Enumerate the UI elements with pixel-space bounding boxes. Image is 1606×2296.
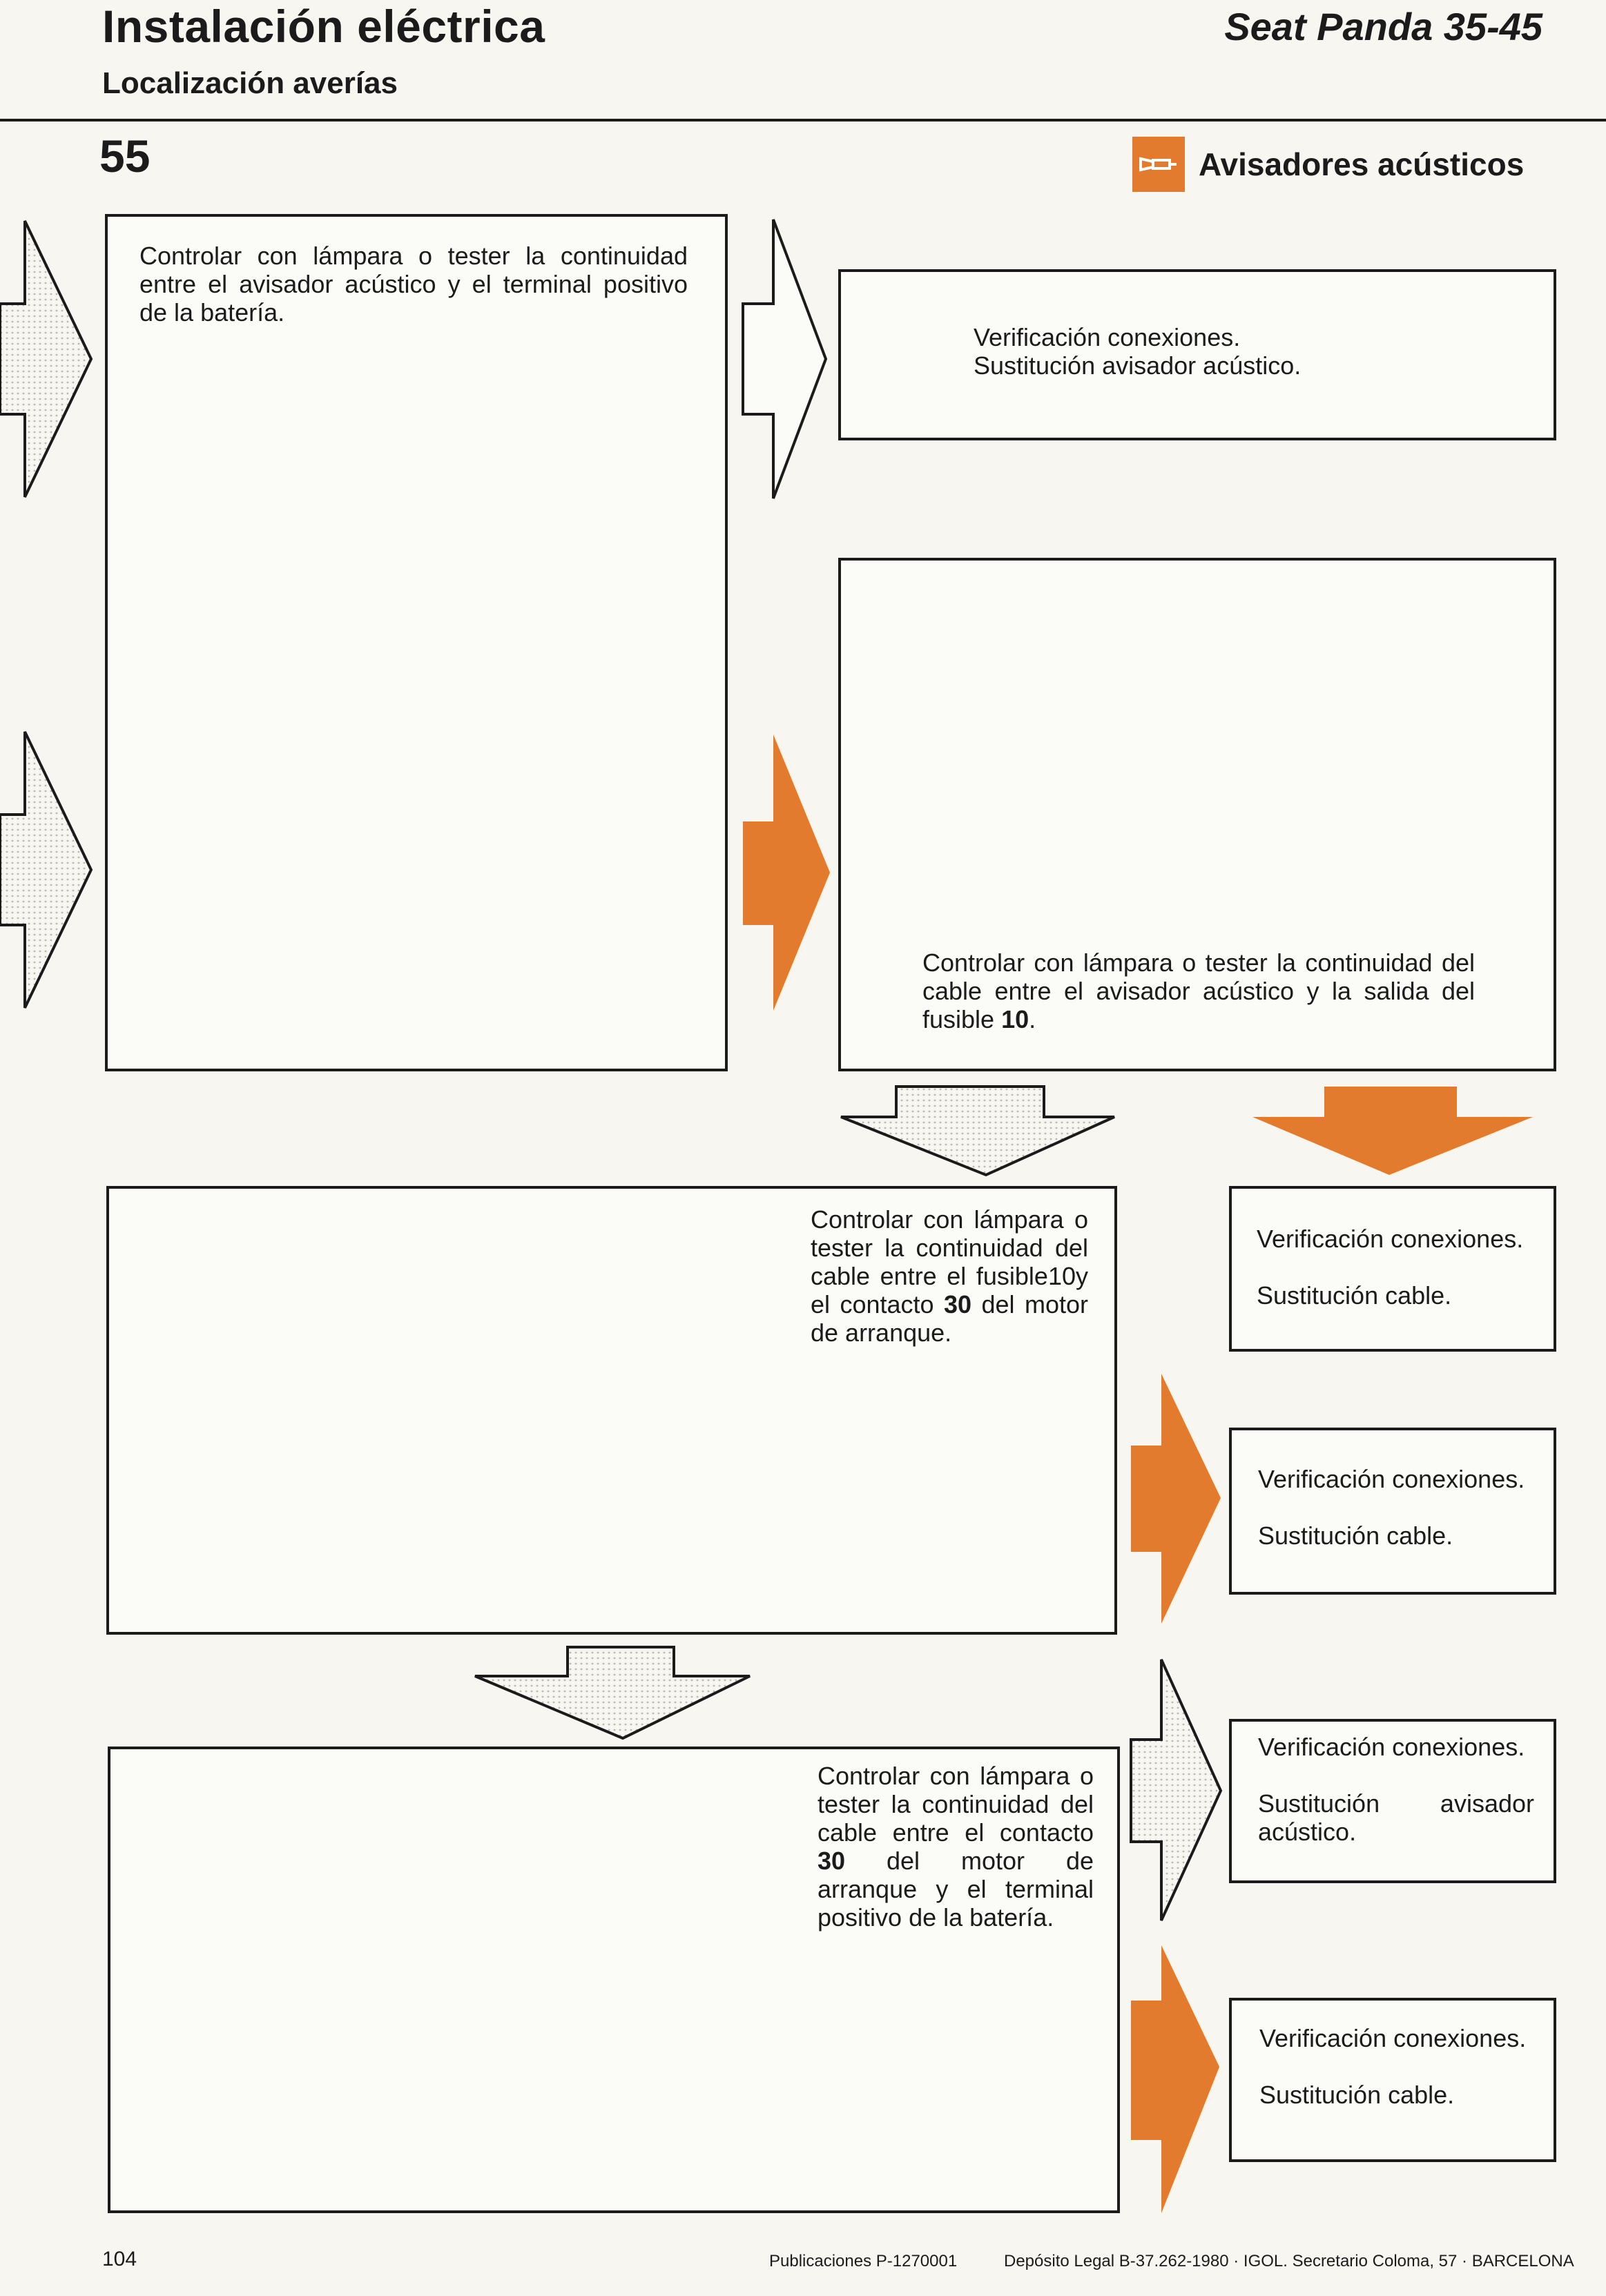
arrow-step2-ok: [840, 1085, 1115, 1177]
result-5-line1: Verificación conexiones.: [1259, 2024, 1527, 2052]
arrow-step3-fault: [1131, 1374, 1221, 1624]
arrow-step1-ok: [742, 219, 828, 499]
step2-box: Controlar con lámpara o tester la contin…: [838, 558, 1556, 1071]
result-box-1: Verificación conexiones. Sustitución avi…: [838, 269, 1556, 440]
result-3-line2: Sustitución cable.: [1258, 1521, 1453, 1550]
legal-notice: Depósito Legal B-37.262-1980 · IGOL. Sec…: [1004, 2252, 1574, 2270]
arrow-step3-ok: [474, 1646, 751, 1740]
step2-text: Controlar con lámpara o tester la contin…: [922, 948, 1475, 1033]
result-1-line1: Verificación conexiones.: [974, 323, 1241, 351]
result-box-5: Verificación conexiones. Sustitución cab…: [1229, 1998, 1556, 2162]
result-box-3: Verificación conexiones. Sustitución cab…: [1229, 1428, 1556, 1595]
entry-arrow-1: [0, 220, 93, 498]
section-header: Avisadores acústicos: [1132, 137, 1524, 192]
step3-text: Controlar con lámpara o tester la contin…: [811, 1205, 1088, 1347]
section-title: Avisadores acústicos: [1199, 146, 1525, 182]
arrow-step4-fault: [1131, 1945, 1219, 2213]
step3-box: Controlar con lámpara o tester la contin…: [106, 1186, 1117, 1635]
horn-icon: [1132, 137, 1185, 192]
entry-arrow-2: [0, 731, 93, 1009]
page-subtitle: Localización averías: [102, 66, 398, 100]
header-rule: [0, 119, 1606, 121]
step4-box: Controlar con lámpara o tester la contin…: [108, 1747, 1120, 2213]
publication-id: Publicaciones P-1270001: [769, 2252, 958, 2270]
arrow-step1-fault: [743, 734, 830, 1011]
section-number: 55: [99, 130, 151, 182]
result-4-line2: Sustitución avisador acústico.: [1258, 1789, 1534, 1846]
result-3-line1: Verificación conexiones.: [1258, 1465, 1525, 1493]
arrow-step4-ok: [1130, 1659, 1223, 1921]
result-5-line2: Sustitución cable.: [1259, 2081, 1455, 2109]
arrow-step2-fault: [1252, 1087, 1533, 1175]
result-1-line2: Sustitución avisador acústico.: [974, 351, 1302, 380]
step1-box: Controlar con lámpara o tester la contin…: [105, 214, 728, 1071]
page-title: Instalación eléctrica: [102, 1, 545, 52]
result-4-line1: Verificación conexiones.: [1258, 1733, 1525, 1761]
result-box-4: Verificación conexiones. Sustitución avi…: [1229, 1719, 1556, 1883]
page-number: 104: [102, 2248, 137, 2270]
result-2-line1: Verificación conexiones.: [1257, 1225, 1524, 1253]
step1-text: Controlar con lámpara o tester la contin…: [139, 242, 688, 327]
result-box-2: Verificación conexiones. Sustitución cab…: [1229, 1186, 1556, 1352]
step4-text: Controlar con lámpara o tester la contin…: [817, 1762, 1094, 1932]
result-2-line2: Sustitución cable.: [1257, 1281, 1452, 1310]
vehicle-model: Seat Panda 35-45: [1224, 5, 1542, 48]
